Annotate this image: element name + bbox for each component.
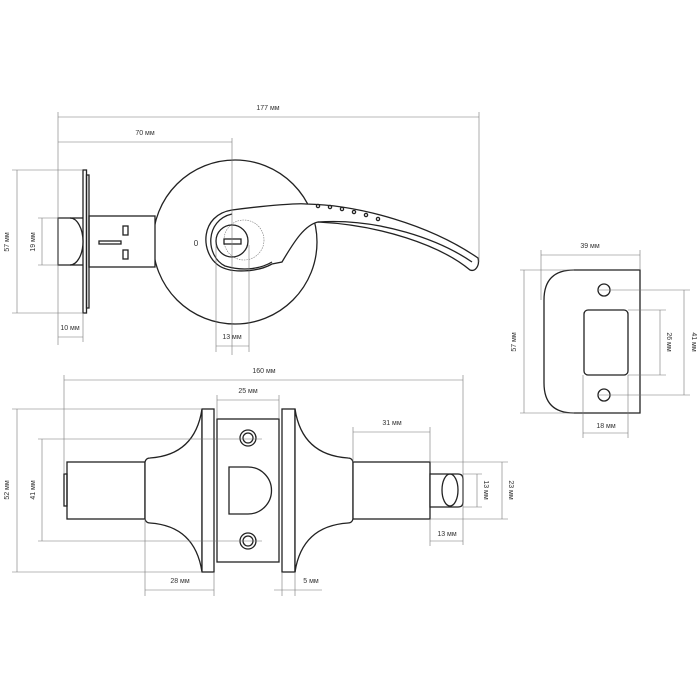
dim-knob-diameter: 23 мм: [507, 480, 514, 500]
slot: [122, 225, 129, 236]
top-view: 0 177 мм 70 мм 57 мм 19 мм 10 мм 13 мм: [4, 105, 480, 355]
faceplate-edge: [85, 174, 90, 309]
dim-opening-height: 26 мм: [665, 332, 672, 352]
dim-strike-width: 39 мм: [580, 243, 600, 250]
inner-rose: [144, 408, 203, 573]
strike-plate-view: 39 мм 57 мм 41 мм 26 мм 18 мм: [511, 243, 697, 438]
dim-latch-length: 10 мм: [60, 325, 80, 332]
outer-plate: [281, 408, 296, 573]
dim-to-axis: 70 мм: [135, 130, 155, 137]
inner-knob-shank: [66, 461, 146, 520]
strike-plate: [543, 269, 641, 414]
dim-plate-height: 57 мм: [4, 232, 11, 252]
dim-overall-length: 177 мм: [256, 105, 279, 112]
outer-knob-shank: [352, 461, 431, 520]
dim-latch-plate-width: 25 мм: [238, 388, 258, 395]
dim-cylinder-width: 13 мм: [222, 334, 242, 341]
outer-rose: [294, 408, 354, 573]
dim-strike-height: 57 мм: [511, 332, 518, 352]
dim-knob-length: 31 мм: [382, 420, 402, 427]
side-view: 160 мм 25 мм 31 мм 52 мм 41 мм 23 мм 13 …: [4, 368, 514, 596]
dim-rose-diameter: 52 мм: [4, 480, 11, 500]
strike-opening: [583, 309, 629, 376]
dim-side-overall-length: 160 мм: [252, 368, 275, 375]
dim-rose-depth: 28 мм: [170, 578, 190, 585]
keyway: [223, 238, 242, 245]
dim-latch-diameter: 19 мм: [30, 232, 37, 252]
rotation-mark: 0: [194, 239, 199, 248]
screw: [239, 429, 257, 447]
lever-handle: [205, 203, 480, 272]
slot-bar: [98, 240, 122, 245]
dim-opening-width: 18 мм: [596, 423, 616, 430]
slot: [122, 249, 129, 260]
latch-bolt: [57, 217, 84, 266]
lever-dots: [315, 203, 381, 222]
dim-tab-height: 13 мм: [482, 480, 489, 500]
dim-hole-spacing: 41 мм: [690, 332, 697, 352]
latch-bolt: [228, 466, 273, 515]
dim-plate-thickness: 5 мм: [303, 578, 319, 585]
inner-plate: [201, 408, 215, 573]
dim-tab-length: 13 мм: [437, 531, 457, 538]
dim-inner-diameter: 41 мм: [30, 480, 37, 500]
